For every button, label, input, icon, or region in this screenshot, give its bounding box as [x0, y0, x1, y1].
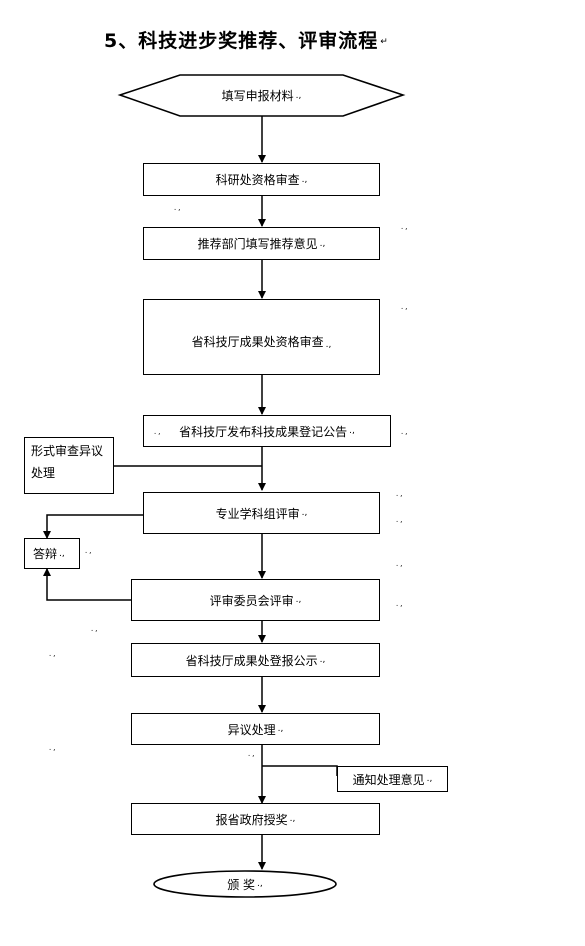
mark: ., — [325, 340, 332, 350]
step6-label: 评审委员会评审 — [209, 593, 294, 608]
mark: ., — [301, 174, 308, 185]
step1-label: 科研处资格审查 — [215, 173, 300, 187]
step-public-notice: 省科技厅成果处登报公示., — [131, 643, 380, 677]
stray-mark: ., — [395, 516, 404, 524]
mark: ., — [301, 508, 308, 518]
step-qualification-review: 科研处资格审查., — [143, 163, 380, 196]
mark: ., — [295, 90, 302, 101]
connector-notify — [262, 765, 338, 776]
end-oval — [153, 870, 337, 898]
step-objection: 异议处理., — [131, 713, 380, 745]
stray-mark: ., — [400, 303, 409, 311]
defense-label: 答辩 — [33, 547, 58, 561]
step-recommendation: 推荐部门填写推荐意见., — [143, 227, 380, 260]
stray-mark: ., — [247, 750, 256, 758]
notify-label: 通知处理意见 — [352, 772, 425, 787]
stray-mark: ., — [400, 223, 409, 231]
mark: ., — [59, 548, 65, 559]
step-provincial-review: 省科技厅成果处资格审查., — [143, 299, 380, 375]
stray-mark: ., — [395, 490, 404, 498]
notify-box: 通知处理意见., — [337, 766, 448, 792]
mark: ., — [349, 426, 355, 436]
mark: ., — [295, 595, 302, 605]
stray-mark: ., — [153, 428, 162, 436]
mark: ., — [426, 774, 433, 784]
start-node: 填写申报材料., — [180, 75, 343, 116]
page-title: 5、科技进步奖推荐、评审流程↵ — [104, 26, 389, 53]
step-expert-group-review: 专业学科组评审., — [143, 492, 380, 534]
step3-label: 省科技厅成果处资格审查 — [191, 335, 324, 349]
stray-mark: ., — [84, 547, 93, 555]
defense-box: 答辩., — [24, 538, 80, 569]
mark: ., — [257, 879, 263, 889]
stray-mark: ., — [173, 204, 182, 212]
stray-mark: ., — [400, 428, 409, 436]
stray-mark: ., — [48, 744, 57, 752]
end-node: 颁 奖., — [154, 871, 336, 897]
start-label: 填写申报材料 — [221, 89, 294, 103]
step5-label: 专业学科组评审 — [215, 506, 300, 521]
end-label: 颁 奖 — [227, 877, 256, 892]
arrow-step5-defense — [43, 514, 143, 539]
step-government-award: 报省政府授奖., — [131, 803, 380, 835]
mark: ., — [289, 814, 296, 824]
step9-label: 报省政府授奖 — [215, 812, 288, 827]
title-text: 5、科技进步奖推荐、评审流程 — [104, 30, 379, 52]
start-hexagon — [117, 74, 406, 117]
stray-mark: ., — [90, 625, 99, 633]
stray-mark: ., — [48, 650, 57, 658]
objection1-label: 形式审查异议处理 — [31, 444, 104, 480]
objection-handling-box: 形式审查异议处理 — [24, 437, 114, 494]
step4-label: 省科技厅发布科技成果登记公告 — [179, 424, 348, 439]
step-announcement: 省科技厅发布科技成果登记公告., — [143, 415, 391, 447]
step8-label: 异议处理 — [227, 722, 276, 737]
mark: ., — [277, 724, 284, 734]
stray-mark: ., — [395, 600, 404, 608]
mark: ., — [319, 655, 326, 665]
step-committee-review: 评审委员会评审., — [131, 579, 380, 621]
stray-mark: ., — [395, 560, 404, 568]
step7-label: 省科技厅成果处登报公示 — [185, 653, 318, 668]
mark: ., — [319, 238, 326, 249]
step2-label: 推荐部门填写推荐意见 — [197, 237, 318, 251]
paragraph-mark: ↵ — [380, 36, 389, 47]
arrow-step6-defense — [43, 568, 131, 601]
